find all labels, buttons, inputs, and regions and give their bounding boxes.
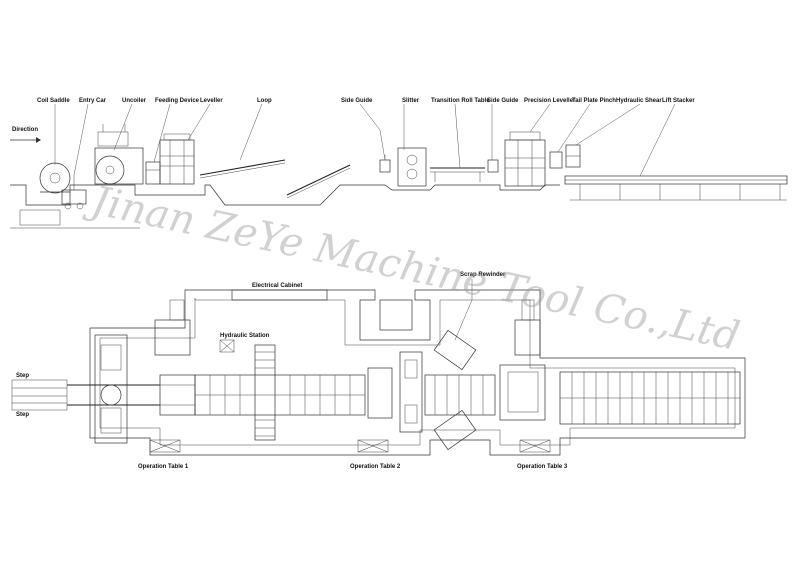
label-hydraulic-shear: Hydraulic Shear bbox=[616, 98, 662, 104]
label-entry-car: Entry Car bbox=[79, 98, 107, 104]
coil-saddle bbox=[39, 162, 71, 194]
label-coil-saddle: Coil Saddle bbox=[37, 98, 70, 104]
label-electrical-cabinet: Electrical Cabinet bbox=[252, 283, 302, 289]
direction-arrow bbox=[10, 137, 41, 143]
lift-stacker bbox=[564, 175, 788, 201]
plan-uncoiler bbox=[67, 334, 160, 444]
label-operation-table-3: Operation Table 3 bbox=[517, 464, 568, 470]
plan-slitter bbox=[367, 299, 423, 433]
operation-table-2 bbox=[357, 439, 389, 453]
entry-car bbox=[61, 175, 87, 210]
side-view: Direction Coil Saddle Entry Car bbox=[10, 98, 788, 229]
step-area bbox=[11, 379, 68, 411]
label-slitter: Slitter bbox=[402, 98, 420, 104]
slitter bbox=[397, 147, 427, 187]
plan-leveller bbox=[159, 374, 196, 416]
floor-profile bbox=[10, 184, 560, 229]
label-operation-table-2: Operation Table 2 bbox=[350, 464, 401, 470]
leveller bbox=[159, 133, 195, 185]
label-loop: Loop bbox=[257, 98, 272, 104]
loop bbox=[199, 159, 351, 199]
plan-lift-stacker bbox=[559, 371, 741, 425]
label-leveller: Leveller bbox=[200, 98, 223, 104]
label-side-guide-1: Side Guide bbox=[341, 98, 373, 104]
operation-table-1 bbox=[149, 439, 181, 453]
feeding-device bbox=[145, 161, 161, 185]
watermark: Jinan ZeYe Machine Tool Co.,Ltd bbox=[81, 176, 743, 360]
label-transition-roll-table: Transition Roll Table bbox=[431, 98, 490, 104]
transition-roll-table bbox=[430, 167, 485, 182]
electrical-cabinet bbox=[231, 289, 328, 301]
plan-precision-leveller bbox=[499, 299, 546, 421]
label-side-guide-2: Side Guide bbox=[487, 98, 519, 104]
side-guide-1 bbox=[379, 155, 391, 173]
label-hydraulic-station: Hydraulic Station bbox=[220, 333, 270, 339]
plan-roll-table-1 bbox=[194, 344, 366, 441]
scrap-rewinder bbox=[433, 329, 477, 451]
label-precision-leveller: Precision Leveller bbox=[524, 98, 576, 104]
plan-view: Step Step Hydraulic Station Electrical C… bbox=[11, 272, 746, 470]
tail-plate-pinch bbox=[549, 151, 563, 169]
label-step-top: Step bbox=[16, 373, 29, 379]
hydraulic-station bbox=[154, 299, 235, 356]
label-uncoiler: Uncoiler bbox=[122, 98, 147, 104]
label-feeding-device: Feeding Device bbox=[155, 98, 200, 104]
uncoiler bbox=[94, 124, 144, 185]
plan-roll-table-2 bbox=[424, 374, 496, 416]
precision-leveller bbox=[504, 131, 546, 187]
label-lift-stacker: Lift Stacker bbox=[662, 98, 695, 104]
label-tail-plate-pinch: Tail Plate Pinch bbox=[572, 98, 616, 104]
operation-table-3 bbox=[519, 439, 551, 453]
label-operation-table-1: Operation Table 1 bbox=[138, 464, 189, 470]
label-direction: Direction bbox=[12, 127, 38, 133]
side-guide-2 bbox=[487, 159, 499, 173]
label-step-bottom: Step bbox=[16, 412, 29, 418]
label-scrap-rewinder: Scrap Rewinder bbox=[460, 272, 506, 278]
hydraulic-shear bbox=[565, 144, 581, 168]
